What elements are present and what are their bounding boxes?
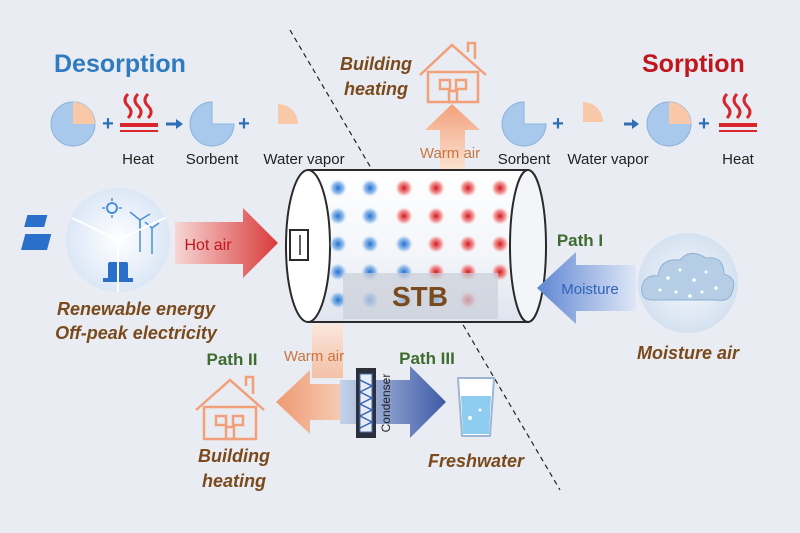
sorption-title: Sorption bbox=[642, 50, 745, 78]
sorbent-dot bbox=[361, 179, 379, 197]
house-icon-bottom bbox=[195, 375, 265, 441]
water-glass-icon bbox=[456, 377, 496, 437]
warm-air-top-label: Warm air bbox=[420, 145, 480, 162]
desorption-title: Desorption bbox=[54, 50, 186, 78]
sorbent-saturated-icon bbox=[50, 101, 96, 147]
warm-air-up-arrow bbox=[425, 104, 480, 170]
sorbent-dot bbox=[329, 291, 347, 309]
warm-air-down-arrow bbox=[312, 324, 343, 378]
water-vapor-icon bbox=[278, 104, 298, 124]
sorbent-dot bbox=[491, 179, 509, 197]
sorbent-dot bbox=[427, 207, 445, 225]
sorbent-saturated-icon-right bbox=[646, 101, 692, 147]
condenser-arrow bbox=[340, 366, 446, 438]
sorption-sorbent-label: Sorbent bbox=[498, 151, 551, 168]
stb-cylinder bbox=[285, 169, 547, 323]
heat-icon bbox=[120, 92, 158, 132]
svg-text:+: + bbox=[102, 113, 114, 135]
house-icon-top bbox=[419, 41, 487, 104]
desorption-sorbent-label: Sorbent bbox=[186, 151, 239, 168]
sorbent-dot bbox=[459, 207, 477, 225]
moisture-cloud-icon bbox=[638, 233, 738, 333]
sorbent-dot bbox=[395, 207, 413, 225]
moisture-air-label: Moisture air bbox=[637, 343, 740, 363]
renewable-energy-icon bbox=[21, 188, 170, 292]
off-peak-electricity-label: Off-peak electricity bbox=[55, 323, 218, 343]
desorption-water-vapor-label: Water vapor bbox=[263, 151, 344, 168]
svg-text:+: + bbox=[238, 113, 250, 135]
sorbent-dot bbox=[459, 235, 477, 253]
building-heating-top-line1: Building bbox=[340, 54, 412, 74]
path-iii-label: Path III bbox=[399, 349, 455, 368]
sorbent-dot bbox=[329, 235, 347, 253]
sorbent-dot bbox=[491, 235, 509, 253]
sorbent-dot bbox=[329, 179, 347, 197]
warm-air-bottom-label: Warm air bbox=[284, 348, 344, 365]
renewable-energy-label: Renewable energy bbox=[57, 299, 216, 319]
moisture-label: Moisture bbox=[561, 281, 619, 298]
sorbent-dot bbox=[395, 179, 413, 197]
building-heating-bottom-line2: heating bbox=[202, 471, 266, 491]
heat-icon-right bbox=[719, 92, 757, 132]
sorbent-dot bbox=[395, 235, 413, 253]
condenser-icon bbox=[356, 368, 376, 438]
sorbent-dot bbox=[329, 263, 347, 281]
divider-line bbox=[289, 29, 561, 491]
sorption-heat-label: Heat bbox=[722, 151, 755, 168]
water-vapor-icon-right bbox=[583, 102, 603, 122]
desorption-equation: + + bbox=[50, 92, 298, 147]
sorbent-dot bbox=[491, 207, 509, 225]
warm-air-left-arrow bbox=[276, 370, 345, 434]
desorption-heat-label: Heat bbox=[122, 151, 155, 168]
sorbent-icon-right bbox=[501, 101, 547, 147]
path-ii-label: Path II bbox=[206, 350, 257, 369]
building-heating-bottom-line1: Building bbox=[198, 446, 270, 466]
sorbent-dot bbox=[427, 179, 445, 197]
hot-air-label: Hot air bbox=[184, 237, 232, 254]
sorbent-icon bbox=[189, 101, 235, 147]
sorbent-dot bbox=[459, 179, 477, 197]
stb-label: STB bbox=[392, 281, 448, 312]
svg-text:+: + bbox=[552, 113, 564, 135]
freshwater-label: Freshwater bbox=[428, 451, 525, 471]
sorbent-dot bbox=[329, 207, 347, 225]
moisture-arrow bbox=[537, 252, 636, 324]
sorption-water-vapor-label: Water vapor bbox=[567, 151, 648, 168]
sorbent-dot bbox=[427, 235, 445, 253]
path-i-label: Path I bbox=[557, 231, 603, 250]
hot-air-arrow bbox=[175, 208, 278, 278]
building-heating-top-line2: heating bbox=[344, 79, 408, 99]
sorption-equation: + + bbox=[501, 92, 757, 147]
sorbent-dot bbox=[361, 235, 379, 253]
condenser-label: Condenser bbox=[379, 374, 393, 433]
svg-text:+: + bbox=[698, 113, 710, 135]
sorbent-dot bbox=[361, 207, 379, 225]
